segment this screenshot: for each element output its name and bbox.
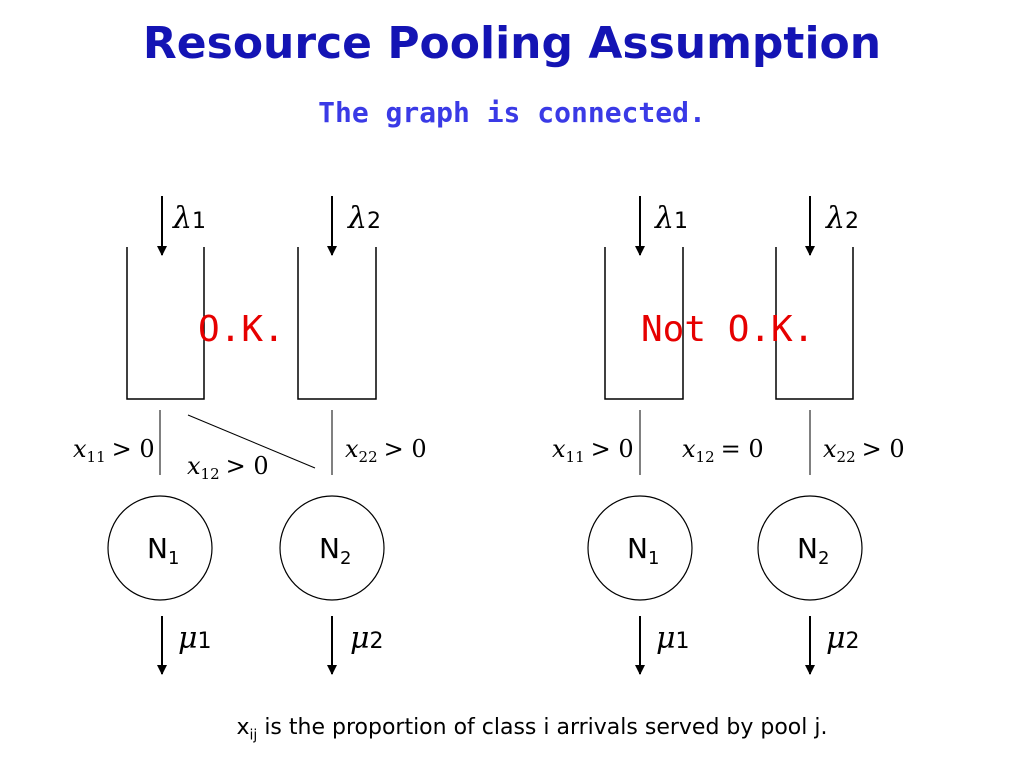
verdict-ok: O.K.	[198, 309, 285, 350]
service-label-2: μ2	[826, 621, 860, 656]
slide-title: Resource Pooling Assumption	[142, 18, 882, 69]
flow-label-12: x12> 0	[187, 452, 269, 483]
flow-label-11: x11> 0	[552, 435, 634, 466]
buffer-1	[604, 247, 684, 400]
slide-subtitle: The graph is connected.	[318, 96, 706, 129]
footnote-text: is the proportion of class i arrivals se…	[257, 715, 828, 740]
buffer-1	[126, 247, 205, 400]
flow-label-22: x22> 0	[345, 435, 427, 466]
arrival-label-1: λ1	[172, 201, 206, 236]
flow-label-22: x22> 0	[823, 435, 905, 466]
server-node-1	[107, 495, 213, 601]
server-node-2	[279, 495, 385, 601]
buffer-2	[775, 247, 854, 400]
footnote: xij is the proportion of class i arrival…	[0, 715, 1024, 743]
left-panel: λ1 λ2 O.K. x11> 0 x12> 0 x22> 0 N1 N2 μ1…	[73, 196, 427, 675]
server-node-1	[587, 495, 693, 601]
service-label-2: μ2	[350, 621, 384, 656]
footnote-sub: ij	[249, 727, 258, 744]
server-node-2	[757, 495, 863, 601]
footnote-var: x	[236, 715, 250, 740]
arrival-label-1: λ1	[654, 201, 688, 236]
right-panel: λ1 λ2 Not O.K. x11> 0 x12= 0 x22> 0 N1 N…	[552, 196, 905, 675]
flow-label-11: x11> 0	[73, 435, 155, 466]
service-label-1: μ1	[656, 621, 690, 656]
server-label-1: N1	[627, 532, 659, 569]
verdict-not-ok: Not O.K.	[641, 309, 814, 350]
buffer-2	[297, 247, 377, 400]
service-label-1: μ1	[178, 621, 212, 656]
arrival-label-2: λ2	[347, 201, 381, 236]
server-label-2: N2	[797, 532, 829, 569]
server-label-1: N1	[147, 532, 179, 569]
route-12	[187, 414, 316, 469]
server-label-2: N2	[319, 532, 351, 569]
arrival-label-2: λ2	[825, 201, 859, 236]
flow-label-12: x12= 0	[682, 435, 764, 466]
